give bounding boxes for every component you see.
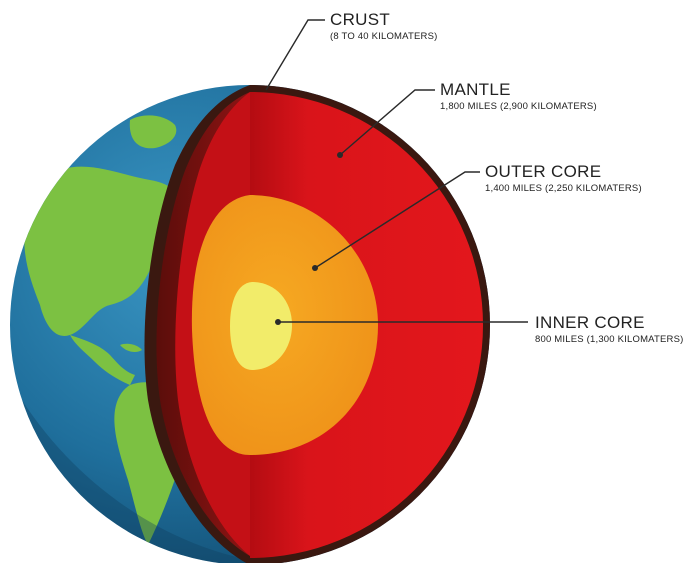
mantle-leader-dot	[337, 152, 343, 158]
inner-core-title: INNER CORE	[535, 313, 645, 332]
leader-lines	[265, 19, 528, 325]
mantle-leader-line	[339, 89, 435, 156]
north-america-shape	[24, 166, 186, 336]
cutaway	[144, 85, 490, 563]
outer-core-leader-dot	[312, 265, 318, 271]
inner-core-detail: 800 MILES (1,300 KILOMATERS)	[535, 334, 684, 345]
outer-core-leader-line	[314, 171, 480, 269]
island-shape	[120, 343, 142, 353]
outer-core-title: OUTER CORE	[485, 162, 601, 181]
mantle-detail: 1,800 MILES (2,900 KILOMATERS)	[440, 101, 597, 112]
central-america-shape	[70, 335, 135, 385]
labels: CRUST (8 TO 40 KILOMATERS) MANTLE 1,800 …	[330, 10, 684, 345]
inner-core-leader-dot	[275, 319, 281, 325]
greenland-shape	[129, 115, 177, 149]
crust-detail: (8 TO 40 KILOMATERS)	[330, 31, 437, 42]
outer-core-detail: 1,400 MILES (2,250 KILOMATERS)	[485, 183, 642, 194]
crust-title: CRUST	[330, 10, 390, 29]
crust-leader-line	[265, 19, 325, 91]
mantle-title: MANTLE	[440, 80, 511, 99]
inner-core-layer	[230, 282, 292, 370]
